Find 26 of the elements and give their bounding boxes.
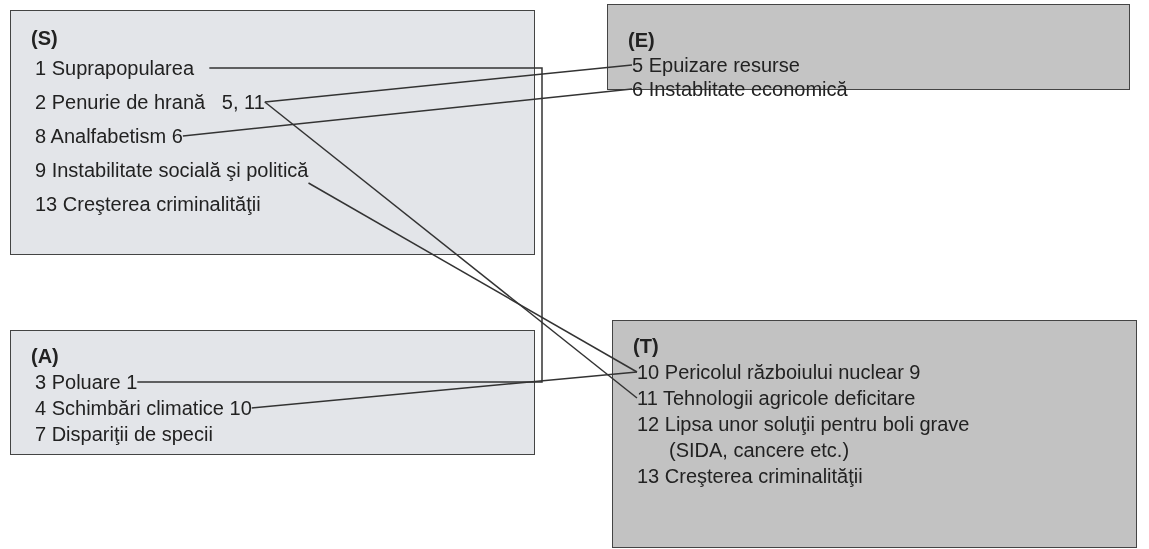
connector-line xyxy=(264,64,633,103)
category-box xyxy=(10,330,535,455)
connector-line xyxy=(307,182,638,373)
box-heading: (E) xyxy=(628,28,655,53)
list-item: 3 Poluare 1 xyxy=(35,369,138,395)
list-item: 1 Suprapopularea xyxy=(35,51,210,85)
list-item: 4 Schimbări climatice 10 xyxy=(35,395,252,421)
box-heading: (T) xyxy=(633,334,659,359)
list-item: 2 Penurie de hrană 5, 11 xyxy=(35,85,265,119)
list-item: 8 Analfabetism 6 xyxy=(35,119,183,153)
list-item: 12 Lipsa unor soluţii pentru boli grave (SIDA, cancere etc.) xyxy=(637,411,1009,463)
category-box xyxy=(612,320,1137,548)
list-item: 11 Tehnologii agricole deficitare xyxy=(637,385,916,411)
box-heading: (S) xyxy=(31,26,58,51)
list-item: 5 Epuizare resurse xyxy=(632,53,800,77)
box-heading: (A) xyxy=(31,344,59,369)
list-item: 7 Dispariţii de specii xyxy=(35,421,213,447)
connector-line xyxy=(264,101,638,399)
connector-line xyxy=(182,88,633,137)
category-box xyxy=(10,10,535,255)
list-item: 13 Creşterea criminalităţii xyxy=(637,463,863,489)
connector-line xyxy=(251,371,638,409)
list-item: 10 Pericolul războiului nuclear 9 xyxy=(637,359,921,385)
connector-line xyxy=(136,67,543,383)
list-item: 9 Instabilitate socială şi politică xyxy=(35,153,309,187)
list-item: 13 Creşterea criminalităţii xyxy=(35,187,261,221)
